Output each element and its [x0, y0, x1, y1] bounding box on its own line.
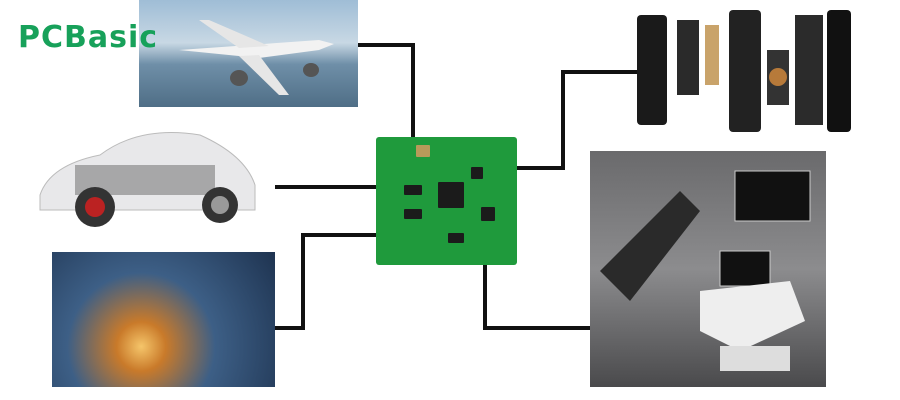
chip: [471, 167, 483, 179]
connector-line: [561, 70, 639, 74]
pcb-image: [376, 137, 517, 265]
phone-parts-image: [637, 10, 853, 135]
connector-line: [275, 326, 305, 330]
connector-line: [356, 43, 415, 47]
connector-line: [301, 233, 305, 330]
phone-parts-icon: [637, 10, 851, 132]
airplane-icon: [179, 20, 334, 95]
chip: [438, 182, 464, 208]
connector-line: [275, 185, 378, 189]
connector-line: [483, 326, 592, 330]
ultrasound-icon: [600, 170, 811, 371]
car-image: [30, 115, 260, 232]
connector-line: [515, 166, 565, 170]
medical-equipment-image: [590, 151, 826, 387]
chip: [448, 233, 464, 243]
connector-line: [483, 263, 487, 330]
chip: [404, 209, 422, 219]
connector-line: [561, 70, 565, 170]
chip: [404, 185, 422, 195]
connector-line: [411, 43, 415, 139]
connector-line: [301, 233, 378, 237]
chip: [481, 207, 495, 221]
car-icon: [39, 132, 256, 227]
pcbasic-logo: PCBasic: [18, 20, 159, 55]
factory-image: [52, 252, 275, 387]
airplane-image: [139, 0, 358, 107]
chip: [416, 145, 430, 157]
